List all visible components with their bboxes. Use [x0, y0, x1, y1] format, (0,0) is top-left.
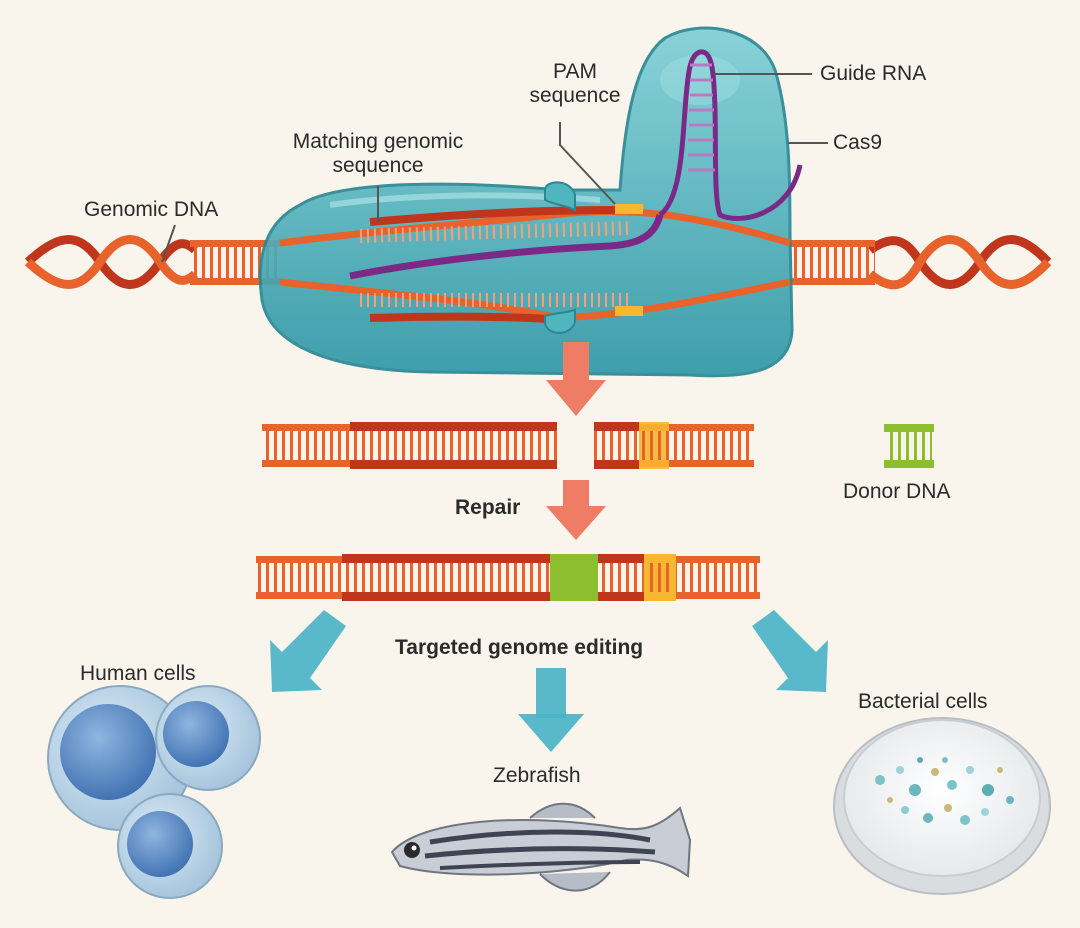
label-bacterial-cells: Bacterial cells — [858, 690, 988, 713]
arrow-to-bacterial-cells — [752, 610, 828, 692]
arrow-to-human-cells — [270, 610, 346, 692]
cut-arrow — [546, 342, 606, 416]
cut-dna-right — [594, 422, 754, 469]
repair-arrow — [546, 480, 606, 540]
label-matching-line1: Matching genomic — [292, 130, 464, 153]
label-pam-line1: PAM — [553, 60, 597, 83]
label-donor-dna: Donor DNA — [843, 480, 951, 503]
right-helix — [867, 235, 1052, 290]
repaired-dna — [256, 554, 760, 601]
label-genomic-dna: Genomic DNA — [84, 198, 219, 221]
human-cells-illustration — [47, 685, 261, 899]
label-human-cells: Human cells — [80, 662, 196, 685]
left-helix — [24, 235, 199, 289]
cut-dna-left — [262, 422, 557, 469]
label-targeted-genome-editing: Targeted genome editing — [395, 636, 644, 659]
label-matching-line2: sequence — [332, 154, 424, 177]
label-repair: Repair — [455, 496, 521, 519]
zebrafish-illustration — [390, 802, 692, 892]
label-matching-genomic-sequence: Matching genomic sequence — [262, 130, 494, 178]
label-pam-line2: sequence — [529, 84, 621, 107]
donor-dna-icon — [884, 424, 934, 468]
arrow-to-zebrafish — [518, 668, 584, 752]
pam-bottom — [615, 306, 643, 316]
label-zebrafish: Zebrafish — [493, 764, 581, 787]
dna-ladder-right — [790, 246, 875, 278]
genomic-dna — [24, 235, 1052, 290]
pam-top — [615, 204, 643, 214]
label-cas9: Cas9 — [833, 131, 883, 154]
bacterial-colonies — [875, 757, 1014, 825]
leader-lines — [161, 73, 828, 263]
label-guide-rna: Guide RNA — [820, 62, 927, 85]
petri-dish-illustration — [833, 717, 1051, 895]
label-pam-sequence: PAM sequence — [520, 60, 630, 108]
guide-rna — [349, 49, 803, 280]
